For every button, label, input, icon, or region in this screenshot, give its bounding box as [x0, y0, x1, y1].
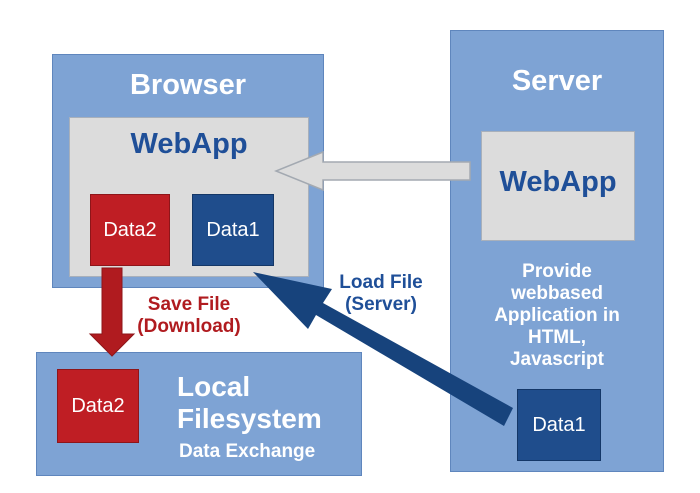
browser-data1-box: Data1	[192, 194, 274, 266]
browser-title: Browser	[129, 69, 247, 101]
server-description-line: Application in	[494, 305, 620, 326]
load-file-label-line: (Server)	[345, 294, 417, 315]
server-webapp-title: WebApp	[499, 166, 617, 198]
save-file-label-line: (Download)	[137, 316, 241, 337]
local-title-line: Local	[177, 371, 251, 402]
load-file-label-line: Load File	[339, 272, 423, 293]
local-title-line: Filesystem	[177, 403, 322, 434]
server-description-line: Provide	[522, 261, 592, 282]
browser-webapp-box: WebApp Data2 Data1	[69, 117, 309, 277]
browser-panel: Browser WebApp Data2 Data1	[52, 54, 324, 288]
local-filesystem-subtitle: Data Exchange	[179, 441, 316, 462]
save-file-label-line: Save File	[147, 294, 231, 315]
server-description-line: webbased	[511, 283, 603, 304]
browser-data2-box: Data2	[90, 194, 170, 266]
server-description-line: HTML,	[527, 327, 587, 348]
load-file-label: Load File (Server)	[320, 272, 442, 316]
local-filesystem-title: Local Filesystem	[177, 371, 357, 435]
local-data2-box: Data2	[57, 369, 139, 443]
server-title: Server	[511, 65, 603, 97]
browser-webapp-title: WebApp	[130, 128, 248, 160]
save-file-arrow	[88, 267, 136, 357]
local-filesystem-panel: Data2 Local Filesystem Data Exchange	[36, 352, 362, 476]
server-description-line: Javascript	[509, 349, 604, 370]
save-file-label: Save File (Download)	[118, 294, 260, 338]
server-webapp-box: WebApp	[481, 131, 635, 241]
server-to-browser-arrow	[273, 150, 471, 192]
load-file-arrow	[253, 272, 513, 426]
server-description: Provide webbased Application in HTML, Ja…	[451, 261, 663, 371]
server-data1-box: Data1	[517, 389, 601, 461]
